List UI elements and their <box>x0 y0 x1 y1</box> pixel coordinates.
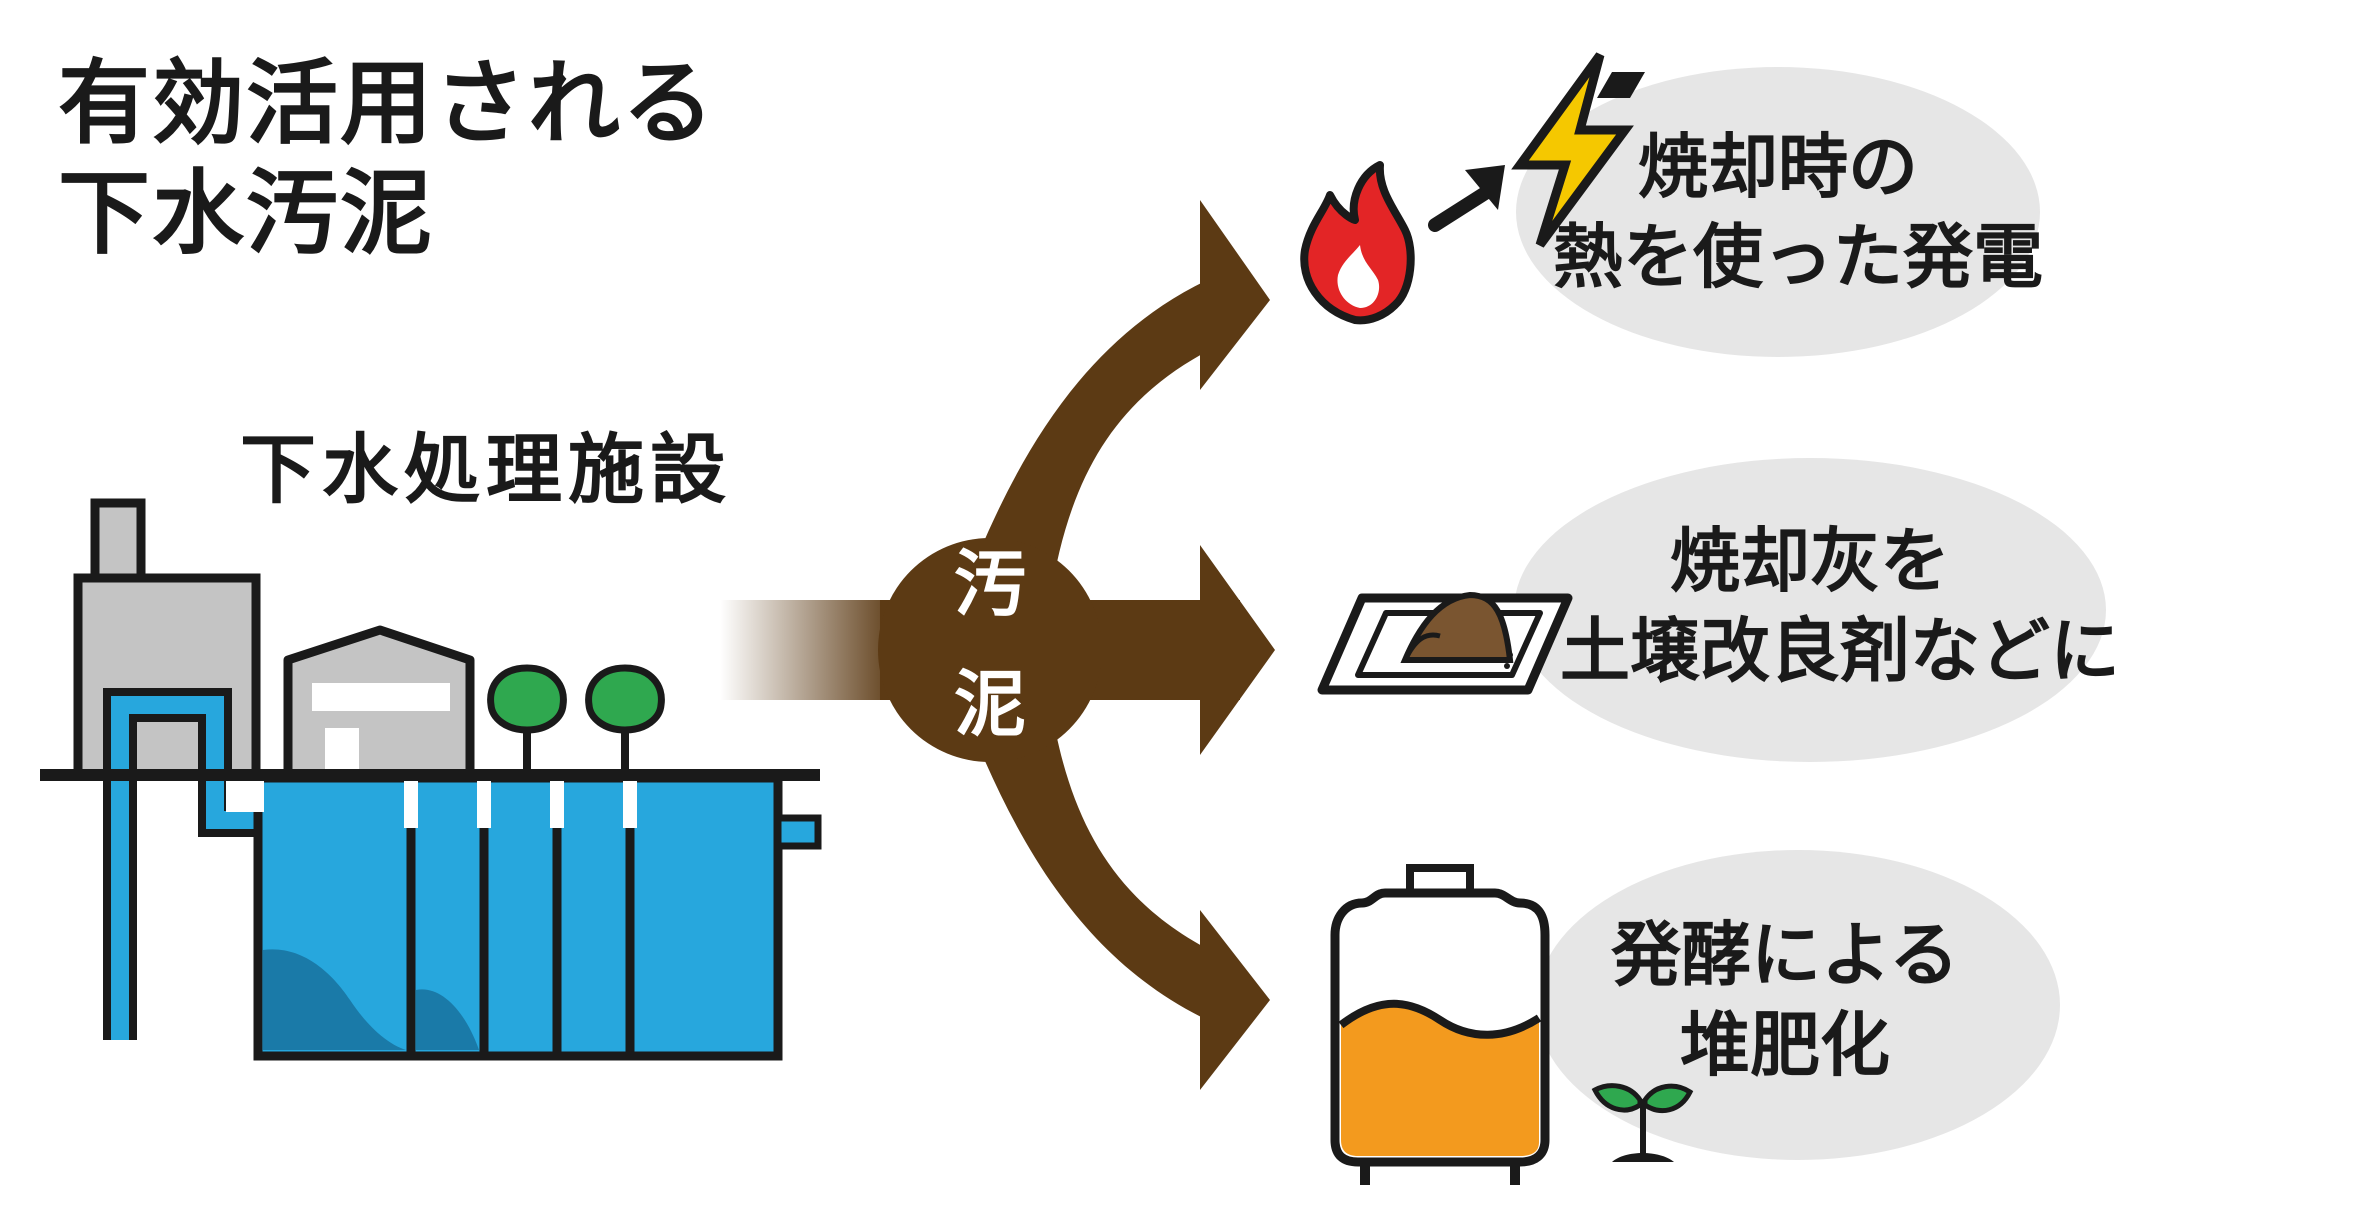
water-tanks <box>40 688 822 1061</box>
output-2-line-2: 土壌改良剤などに <box>1560 610 2120 692</box>
hub-char-1: 汚 <box>953 542 1026 626</box>
facility-label: 下水処理施設 <box>240 425 732 514</box>
title-line-2: 下水汚泥 <box>58 160 435 267</box>
flame-icon <box>1300 161 1415 325</box>
tree-icon <box>487 664 567 775</box>
output-1-line-2: 熱を使った発電 <box>1553 216 2043 298</box>
hub-char-2: 泥 <box>953 662 1026 746</box>
sludge-flow <box>720 200 1275 1090</box>
output-1-line-1: 焼却時の <box>1638 126 1918 208</box>
output-3-line-1: 発酵による <box>1611 914 1959 996</box>
output-2-line-1: 焼却灰を <box>1670 520 1950 602</box>
title-line-1: 有効活用される <box>58 50 717 157</box>
compost-tank-icon <box>1330 864 1550 1185</box>
arrow-icon <box>1428 165 1505 232</box>
lightning-icon <box>1511 52 1645 248</box>
output-3-line-2: 堆肥化 <box>1680 1004 1890 1086</box>
output-bubble-2 <box>1514 458 2106 762</box>
output-bubble-3 <box>1536 850 2060 1160</box>
ash-tray-icon <box>1317 591 1573 695</box>
tree-icon <box>585 664 665 775</box>
sprout-icon <box>1591 1083 1694 1162</box>
low-building <box>283 625 475 780</box>
output-bubble-1 <box>1516 67 2040 357</box>
